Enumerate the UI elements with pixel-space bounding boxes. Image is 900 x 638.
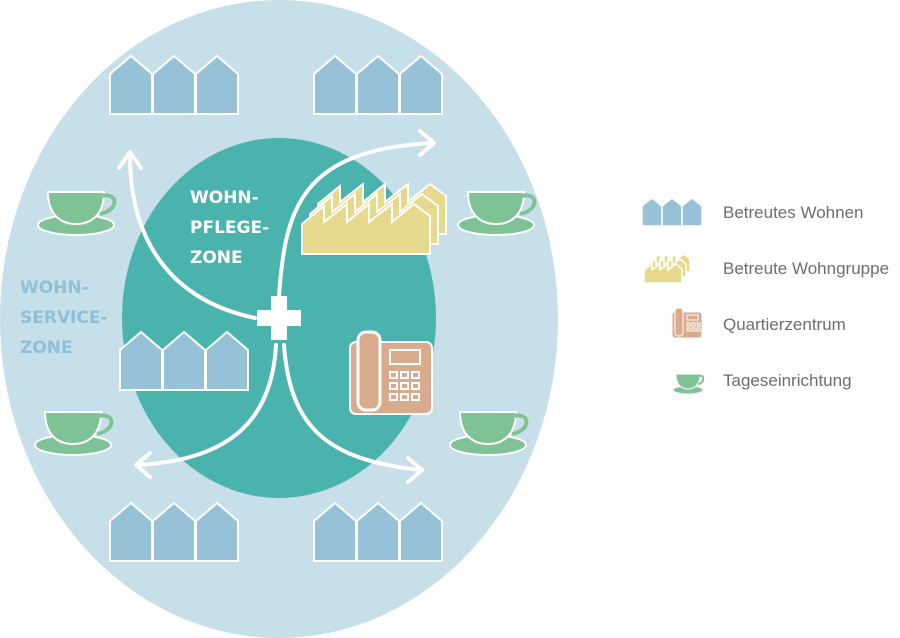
outer-zone-line-1: WOHN-: [20, 278, 89, 298]
houses-icon: [313, 55, 443, 115]
legend-label: Betreutes Wohnen: [723, 203, 864, 222]
inner-zone-line-2: PFLEGE-: [190, 218, 269, 238]
teacup-icon: [672, 373, 704, 395]
legend-label: Tageseinrichtung: [723, 371, 852, 390]
houses-icon: [313, 502, 443, 562]
telephone-icon: [671, 307, 703, 339]
legend-item-quartierzentrum: Quartierzentrum: [640, 306, 895, 342]
houses-icon: [109, 55, 239, 115]
inner-zone-label: WOHN- PFLEGE- ZONE: [190, 188, 275, 268]
arrow-down-right: [282, 343, 422, 472]
outer-zone-line-2: SERVICE-: [20, 308, 108, 328]
outer-zone-line-3: ZONE: [20, 338, 73, 358]
legend-item-betreute-wohngruppe: Betreute Wohngruppe: [640, 250, 895, 286]
arrow-down-left: [136, 343, 278, 467]
cross-icon: [257, 296, 301, 340]
houses-icon: [119, 331, 249, 391]
inner-zone-line-3: ZONE: [190, 248, 243, 268]
legend-item-betreutes-wohnen: Betreutes Wohnen: [640, 194, 895, 230]
group-homes-icon: [301, 203, 431, 255]
group-homes-icon: [643, 252, 691, 284]
houses-icon: [109, 502, 239, 562]
houses-icon: [641, 197, 703, 227]
telephone-icon: [348, 330, 434, 416]
arrow-up-left: [128, 153, 257, 320]
legend-label: Quartierzentrum: [723, 315, 846, 334]
legend-label: Betreute Wohngruppe: [723, 259, 890, 278]
legend-item-tageseinrichtung: Tageseinrichtung: [640, 362, 895, 398]
outer-zone-label: WOHN- SERVICE- ZONE: [20, 278, 114, 358]
inner-zone-line-1: WOHN-: [190, 188, 259, 208]
arrow-up-right: [277, 141, 434, 298]
